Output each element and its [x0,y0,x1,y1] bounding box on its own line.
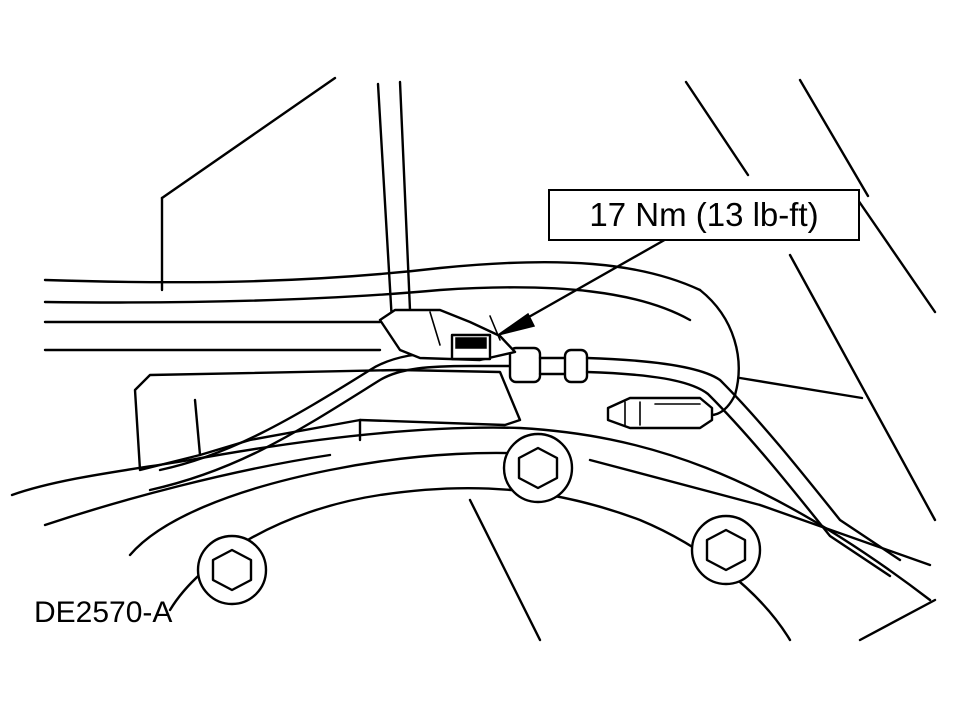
bolt-center [502,432,574,504]
transmission-case [10,368,937,642]
upper-housing [160,76,937,522]
connector-clip [606,396,714,430]
fluid-line [148,346,902,578]
figure-id-label: DE2570-A [34,596,173,629]
torque-callout: 17 Nm (13 lb-ft) [548,189,860,241]
bracket-bolt [378,308,517,362]
leader-arrow [497,236,670,336]
bolt-right [690,514,762,586]
bolt-left [196,534,268,606]
